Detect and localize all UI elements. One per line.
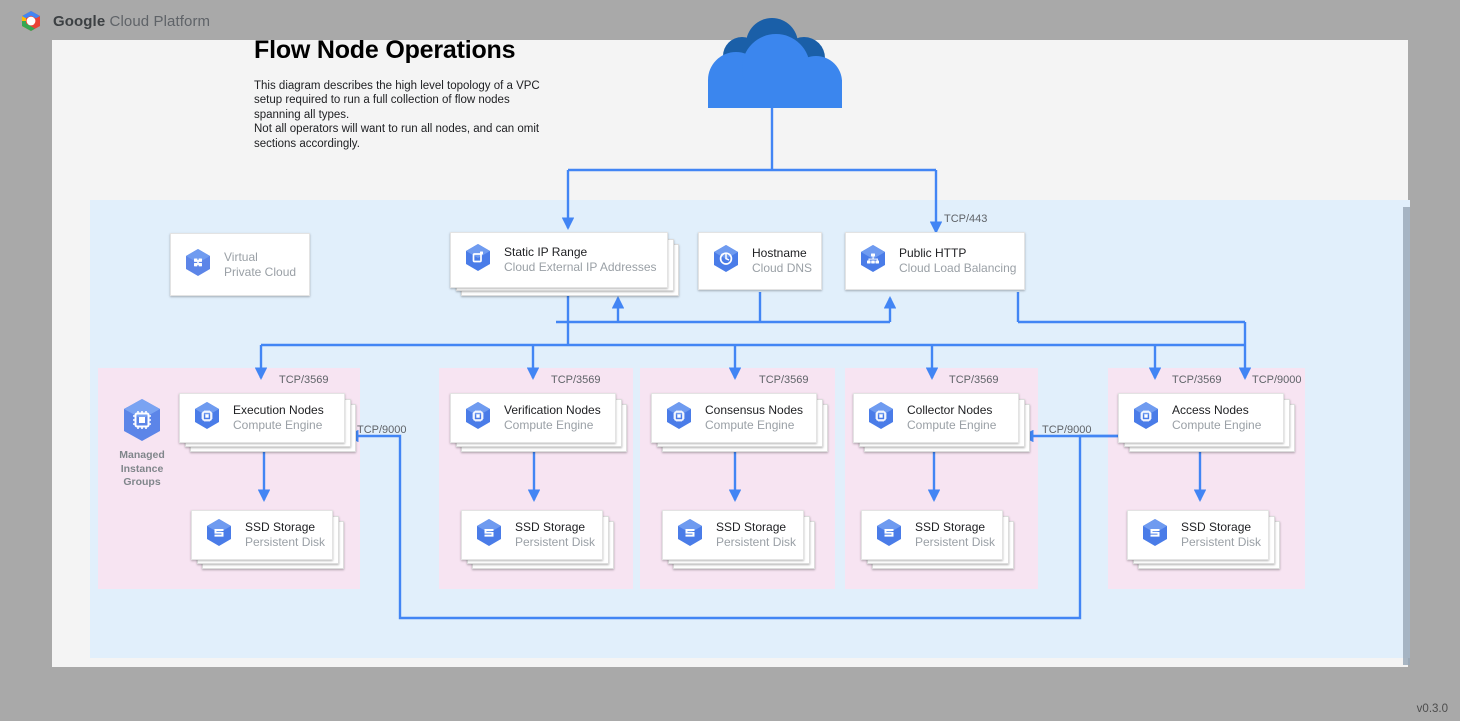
card-title: SSD Storage — [1181, 520, 1252, 534]
brand-title-rest: Cloud Platform — [105, 12, 211, 30]
card-execution-nodes[interactable]: Execution Nodes Compute Engine — [179, 393, 345, 443]
card-subtitle: Persistent Disk — [1181, 535, 1262, 549]
page-subtitle: This diagram describes the high level to… — [254, 80, 540, 150]
compute-engine-icon — [194, 401, 220, 435]
cloud-load-balancing-icon — [860, 244, 886, 278]
card-ssd-storage-access[interactable]: SSD Storage Persistent Disk — [1127, 510, 1269, 560]
card-title: Consensus Nodes — [705, 403, 804, 417]
port-label-access-extra: TCP/9000 — [1252, 374, 1302, 386]
card-title: Execution Nodes — [233, 403, 324, 417]
card-subtitle: Compute Engine — [705, 418, 795, 432]
card-collector-nodes[interactable]: Collector Nodes Compute Engine — [853, 393, 1019, 443]
card-title: Access Nodes — [1172, 403, 1249, 417]
card-hostname[interactable]: Hostname Cloud DNS — [698, 232, 822, 290]
card-public-http[interactable]: Public HTTP Cloud Load Balancing — [845, 232, 1025, 290]
brand-title-bold: Google — [53, 12, 106, 30]
persistent-disk-icon — [876, 518, 902, 552]
card-subtitle: Compute Engine — [907, 418, 997, 432]
card-access-nodes[interactable]: Access Nodes Compute Engine — [1118, 393, 1284, 443]
vpc-panel-shadow — [1403, 207, 1410, 665]
card-static-ip-range[interactable]: Static IP Range Cloud External IP Addres… — [450, 232, 668, 288]
card-consensus-nodes[interactable]: Consensus Nodes Compute Engine — [651, 393, 817, 443]
internet-cloud-icon — [680, 18, 865, 115]
card-title: SSD Storage — [515, 520, 586, 534]
port-label-execution-in: TCP/9000 — [357, 424, 407, 436]
card-title: Collector Nodes — [907, 403, 993, 417]
cloud-dns-icon — [713, 244, 739, 278]
card-subtitle: Cloud External IP Addresses — [504, 260, 657, 274]
card-title: Static IP Range — [504, 245, 588, 259]
google-cloud-logo-icon — [18, 8, 44, 34]
managed-instance-group-icon — [122, 398, 162, 448]
card-title: SSD Storage — [245, 520, 316, 534]
card-virtual-private-cloud[interactable]: Virtual Private Cloud — [170, 233, 310, 296]
port-label-tcp443: TCP/443 — [944, 213, 988, 225]
card-subtitle: Cloud Load Balancing — [899, 261, 1017, 275]
card-title: Verification Nodes — [504, 403, 601, 417]
port-label-group-1: TCP/3569 — [551, 374, 601, 386]
card-subtitle: Cloud DNS — [752, 261, 813, 275]
card-title: SSD Storage — [716, 520, 787, 534]
brand-bar: Google Cloud Platform — [18, 8, 210, 34]
card-ssd-storage-verification[interactable]: SSD Storage Persistent Disk — [461, 510, 603, 560]
card-ssd-storage-execution[interactable]: SSD Storage Persistent Disk — [191, 510, 333, 560]
card-title: Hostname — [752, 246, 807, 260]
card-subtitle: Compute Engine — [1172, 418, 1262, 432]
port-label-group-2: TCP/3569 — [759, 374, 809, 386]
card-ssd-storage-consensus[interactable]: SSD Storage Persistent Disk — [662, 510, 804, 560]
compute-engine-icon — [666, 401, 692, 435]
port-label-collector-in: TCP/9000 — [1042, 424, 1092, 436]
card-subtitle: Persistent Disk — [915, 535, 996, 549]
virtual-private-cloud-icon — [185, 248, 211, 282]
card-subtitle: Persistent Disk — [245, 535, 326, 549]
persistent-disk-icon — [677, 518, 703, 552]
card-subtitle: Persistent Disk — [716, 535, 797, 549]
card-verification-nodes[interactable]: Verification Nodes Compute Engine — [450, 393, 616, 443]
port-label-group-0: TCP/3569 — [279, 374, 329, 386]
card-subtitle: Compute Engine — [504, 418, 594, 432]
card-title: Virtual — [224, 249, 258, 264]
card-subtitle: Compute Engine — [233, 418, 323, 432]
external-ip-icon — [465, 243, 491, 277]
card-title: SSD Storage — [915, 520, 986, 534]
card-subtitle: Private Cloud — [224, 264, 297, 279]
persistent-disk-icon — [476, 518, 502, 552]
compute-engine-icon — [465, 401, 491, 435]
persistent-disk-icon — [206, 518, 232, 552]
card-subtitle: Persistent Disk — [515, 535, 596, 549]
port-label-group-4: TCP/3569 — [1172, 374, 1222, 386]
port-label-group-3: TCP/3569 — [949, 374, 999, 386]
card-title: Public HTTP — [899, 246, 967, 260]
compute-engine-icon — [868, 401, 894, 435]
persistent-disk-icon — [1142, 518, 1168, 552]
card-ssd-storage-collector[interactable]: SSD Storage Persistent Disk — [861, 510, 1003, 560]
brand-title: Google Cloud Platform — [53, 13, 210, 30]
version-label: v0.3.0 — [1416, 703, 1448, 715]
compute-engine-icon — [1133, 401, 1159, 435]
page-title: Flow Node Operations — [254, 36, 516, 64]
